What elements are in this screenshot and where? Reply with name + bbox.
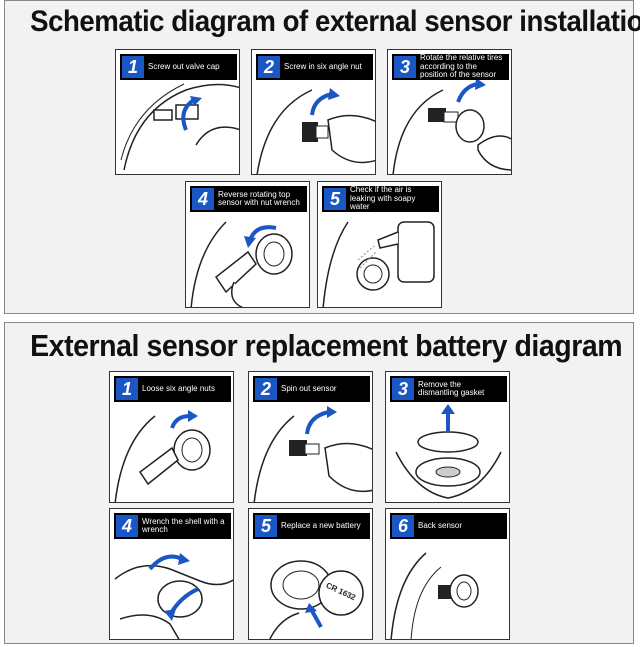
wrench-icon [114, 410, 211, 502]
battery-icon [269, 560, 364, 639]
spray-bottle-icon [322, 221, 435, 307]
step-number: 2 [255, 378, 277, 400]
step-label: Reverse rotating top sensor with nut wre… [218, 189, 300, 207]
step-number: 5 [324, 188, 346, 210]
battery-title: External sensor replacement battery diag… [30, 328, 623, 363]
battery-section: External sensor replacement battery diag… [4, 322, 634, 644]
sensor-icon [390, 552, 479, 639]
step-number: 1 [122, 56, 144, 78]
step-number: 3 [394, 56, 416, 78]
step-label: Replace a new battery [281, 520, 361, 530]
installation-section: Schematic diagram of external sensor ins… [4, 0, 640, 314]
step-label: Loose six angle nuts [142, 383, 215, 393]
battery-step-2: 2 Spin out sensor [248, 371, 373, 503]
step-number: 2 [258, 56, 280, 78]
step-number: 1 [116, 378, 138, 400]
step-number: 3 [392, 378, 414, 400]
step-label: Spin out sensor [281, 383, 337, 393]
step-number: 4 [116, 515, 138, 537]
sensor-icon [253, 406, 372, 502]
hex-nut-icon [256, 88, 375, 174]
battery-step-1: 1 Loose six angle nuts [109, 371, 234, 503]
step-label: Screw in six angle nut [284, 61, 362, 71]
step-label: Back sensor [418, 520, 463, 530]
valve-cap-icon [120, 83, 239, 171]
sensor-rotate-icon [392, 78, 511, 174]
step-number: 4 [192, 188, 214, 210]
install-step-1: 1 Screw out valve cap [115, 49, 240, 175]
step-number: 6 [392, 515, 414, 537]
install-step-2: 2 Screw in six angle nut [251, 49, 376, 175]
step-label: Screw out valve cap [148, 61, 220, 71]
wrench-icon [190, 221, 293, 307]
shell-wrench-icon [114, 553, 233, 639]
step-label: Remove the dismantling gasket [418, 379, 485, 397]
step-number: 5 [255, 515, 277, 537]
step-label: Check if the air is leaking with soapy w… [350, 185, 416, 212]
gasket-icon [395, 404, 502, 499]
battery-step-6: 6 Back sensor [385, 508, 510, 640]
step-label: Wrench the shell with a wrench [142, 516, 225, 534]
installation-title: Schematic diagram of external sensor ins… [30, 5, 640, 38]
step-label: Rotate the relative tires according to t… [420, 53, 503, 80]
